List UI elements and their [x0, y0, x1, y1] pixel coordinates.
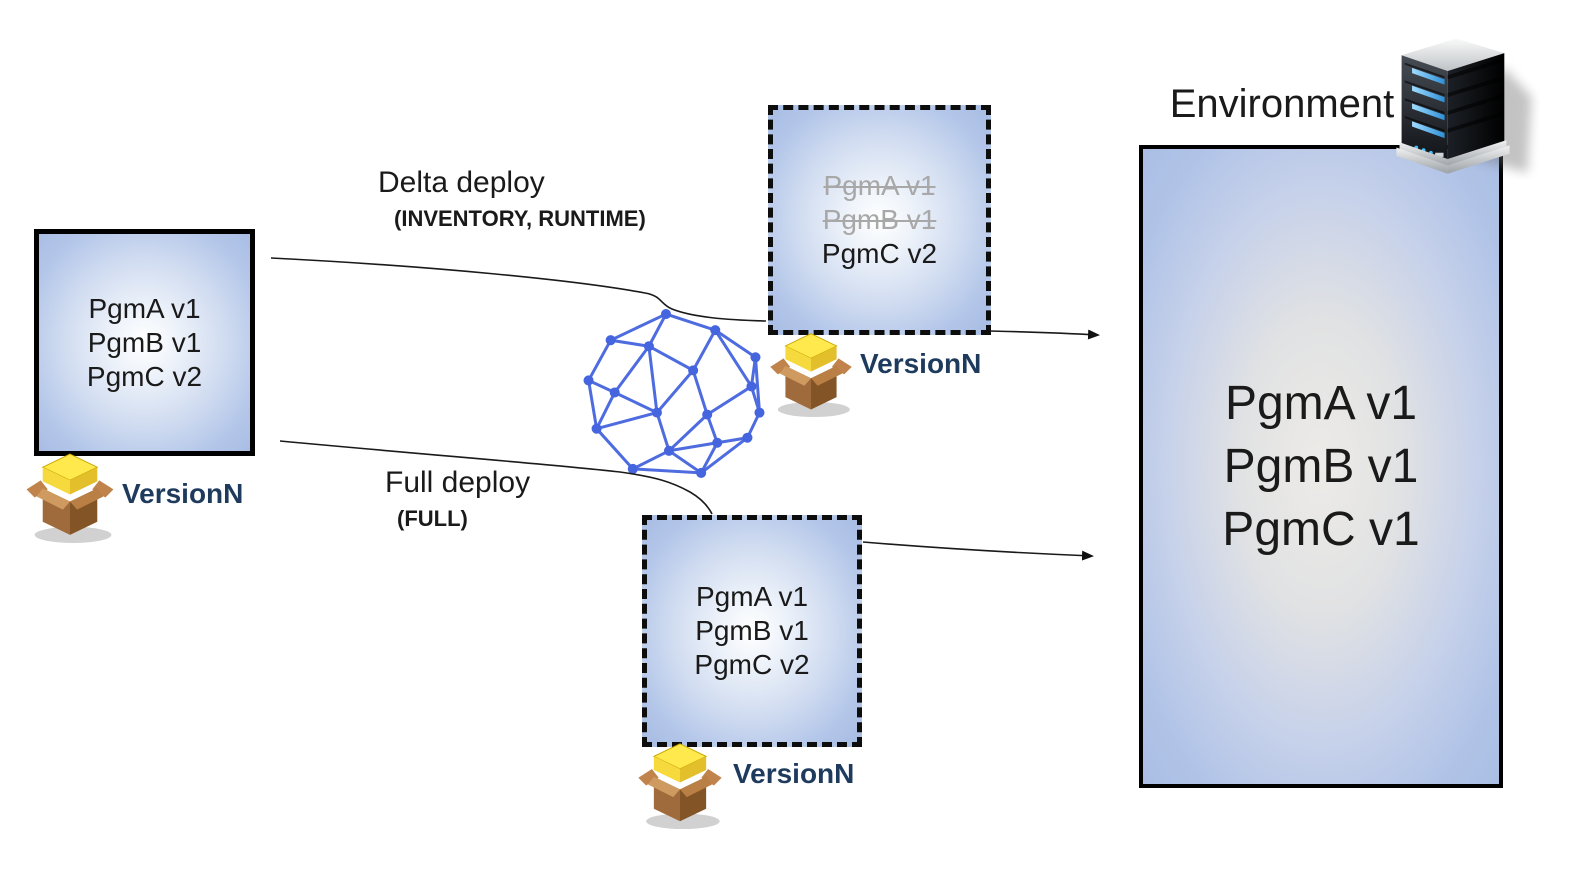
full-deploy-modes: (FULL) — [397, 506, 468, 531]
source-package-box: PgmA v1 PgmB v1 PgmC v2 — [34, 229, 255, 456]
program-line: PgmA v1 — [695, 581, 809, 612]
delta-deploy-modes: (INVENTORY, RUNTIME) — [394, 206, 646, 231]
program-line: PgmC v2 — [694, 649, 810, 680]
program-line: PgmB v1 — [87, 326, 202, 358]
version-label: VersionN — [122, 478, 244, 509]
program-line: PgmC v2 — [86, 360, 203, 392]
environment-box: PgmA v1 PgmB v1 PgmC v1 — [1139, 145, 1503, 788]
version-label: VersionN — [733, 758, 855, 789]
program-line: PgmA v1 — [88, 292, 201, 324]
full-deploy-label: Full deploy — [385, 466, 531, 499]
environment-program-line: PgmC v1 — [1222, 503, 1420, 556]
environment-title: Environment — [1169, 82, 1395, 126]
program-line: PgmC v2 — [821, 238, 938, 269]
package-box-icon — [24, 448, 116, 544]
package-box-icon — [636, 738, 724, 830]
full-connector-arrow — [862, 541, 1094, 561]
full-package-box: PgmA v1 PgmB v1 PgmC v2 — [642, 515, 862, 747]
version-label: VersionN — [860, 348, 982, 379]
delta-deploy-label: Delta deploy — [378, 166, 545, 199]
program-line-struck: PgmA v1 — [823, 170, 936, 201]
program-line: PgmB v1 — [695, 615, 809, 646]
environment-program-line: PgmB v1 — [1223, 440, 1419, 493]
server-icon — [1368, 28, 1540, 180]
program-line-struck: PgmB v1 — [822, 204, 937, 235]
delta-package-box: PgmA v1 PgmB v1 PgmC v2 — [768, 105, 991, 335]
network-mesh-icon — [568, 302, 770, 488]
delta-connector-arrow — [989, 329, 1100, 340]
package-box-icon — [768, 328, 854, 418]
environment-program-line: PgmA v1 — [1224, 377, 1418, 430]
